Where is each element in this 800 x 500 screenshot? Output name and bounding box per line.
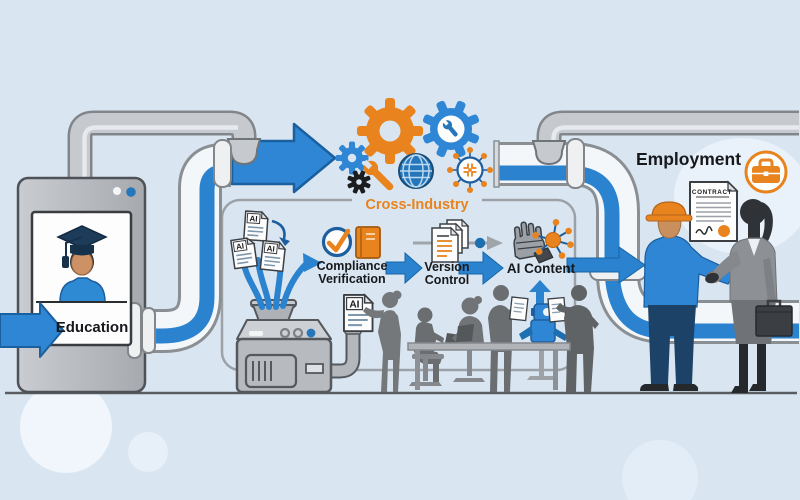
indicator-dot <box>113 187 121 195</box>
version-line2: Control <box>424 273 470 287</box>
contract-icon: CONTRACT <box>689 180 739 242</box>
flow-arrow-output <box>566 246 646 284</box>
hub-spoke-icon <box>532 219 574 259</box>
seal-icon <box>718 225 730 237</box>
pipe-cap <box>493 140 500 188</box>
pipe-flange <box>141 307 156 354</box>
person-silhouette <box>556 285 599 392</box>
compliance-line2: Verification <box>318 272 386 286</box>
stacked-documents-icon <box>431 218 470 263</box>
spray-arrowhead <box>303 253 322 272</box>
gray-pipe-left <box>67 110 257 182</box>
timeline-dot <box>474 237 486 249</box>
compliance-verification-label: Compliance Verification <box>310 260 394 286</box>
businesswoman-figure <box>705 199 793 393</box>
ai-document-icon <box>230 236 258 270</box>
pipe-collar <box>566 138 585 189</box>
cross-industry-cluster <box>335 98 493 194</box>
education-label: Education <box>55 319 129 336</box>
paper-icon <box>508 296 529 322</box>
cross-industry-label: Cross-Industry <box>352 197 482 215</box>
briefcase-icon <box>755 305 793 337</box>
robot-hand-icon <box>513 221 554 264</box>
person-silhouette <box>363 290 402 392</box>
wrench-icon <box>362 159 394 191</box>
briefcase-icon <box>752 158 780 183</box>
meeting-group <box>363 285 599 392</box>
check-circle-icon <box>321 226 353 258</box>
flow-arrow <box>458 250 504 286</box>
globe-icon <box>398 153 434 189</box>
version-control-label: Version Control <box>408 261 486 287</box>
book-icon <box>355 226 381 259</box>
pipe-collar <box>213 139 232 188</box>
hard-hat-icon <box>651 201 687 218</box>
curved-arrow-icon <box>271 219 286 240</box>
up-arrow <box>529 280 551 305</box>
small-gear-icon <box>335 141 369 175</box>
table <box>407 342 571 390</box>
contract-title: CONTRACT <box>692 189 732 196</box>
ai-document-icon <box>259 239 287 273</box>
education-arrow <box>0 302 64 358</box>
wrench-gear-icon <box>422 100 480 158</box>
tassel <box>62 256 69 268</box>
network-hub-icon <box>447 147 493 193</box>
flow-arrow <box>385 251 423 285</box>
pipe-bell-left <box>226 138 262 166</box>
gray-pipe-right <box>536 110 799 150</box>
version-line1: Version <box>424 260 470 274</box>
employment-label: Employment <box>636 149 742 169</box>
indicator-dot <box>126 187 136 197</box>
factory-machine-icon <box>235 299 362 394</box>
ai-content-label: AI Content <box>506 261 576 276</box>
pipe-bell-right <box>531 140 567 166</box>
laptop-icon <box>456 324 474 342</box>
graduate-icon <box>36 225 127 303</box>
briefcase-badge <box>744 150 788 194</box>
ai-document-icon <box>242 210 270 242</box>
black-gear-icon <box>347 170 371 194</box>
timeline-arrowhead <box>487 236 503 250</box>
gear-icon <box>357 98 423 164</box>
education-screen <box>30 210 133 347</box>
document-spray <box>230 210 322 310</box>
worker-figure <box>640 201 734 391</box>
compliance-line1: Compliance <box>316 259 388 273</box>
